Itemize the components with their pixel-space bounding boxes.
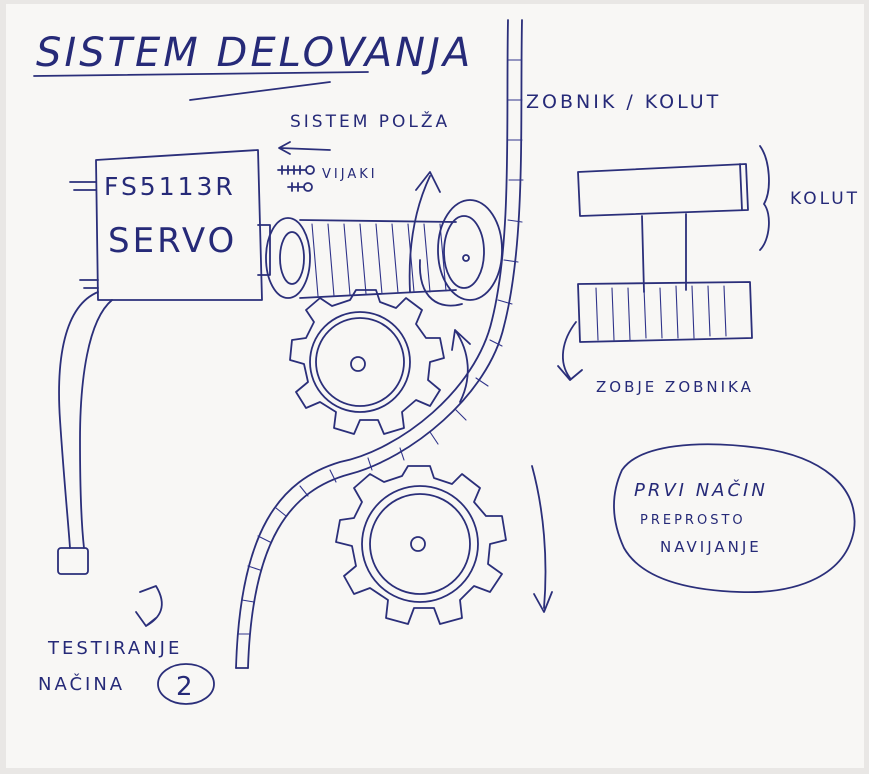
nacina-label: NAČINA (38, 673, 125, 695)
servo-label: SERVO (108, 221, 237, 261)
servo-model-label: FS5113R (104, 172, 236, 201)
bubble-line-1: PRVI NAČIN (634, 479, 768, 501)
kolut-label: KOLUT (790, 189, 860, 209)
number-two: 2 (176, 672, 196, 702)
title: SISTEM DELOVANJA (36, 30, 473, 76)
bubble-line-3: NAVIJANJE (660, 538, 762, 556)
zobje-zobnika-label: ZOBJE ZOBNIKA (596, 378, 754, 396)
testiranje-label: TESTIRANJE (47, 638, 182, 659)
sistem-polza-label: SISTEM POLŽA (290, 110, 450, 132)
bubble-line-2: PREPROSTO (640, 513, 746, 528)
vijaki-label: VIJAKI (322, 167, 378, 182)
zobnik-kolut-label: ZOBNIK / KOLUT (526, 91, 721, 113)
